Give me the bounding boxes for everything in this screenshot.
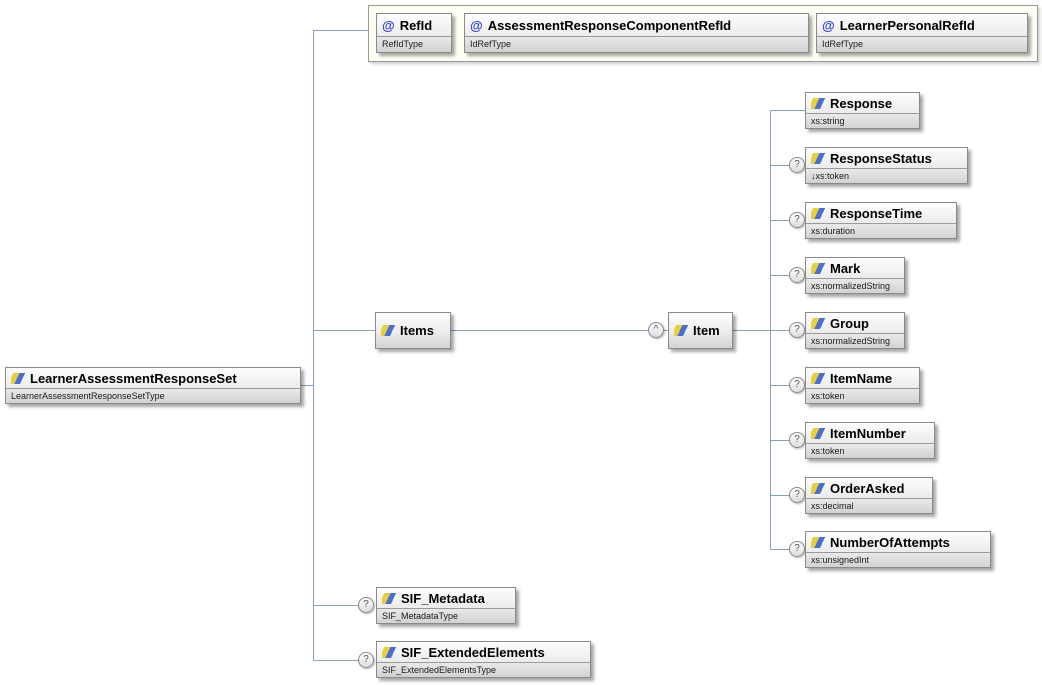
element-name: NumberOfAttempts [830,534,950,550]
element-title-row: Items [376,323,441,338]
attribute-node-assessment-response-component-refid[interactable]: @ AssessmentResponseComponentRefId IdRef… [464,13,809,53]
element-icon [811,152,825,164]
optional-indicator-icon: ? [789,267,805,283]
element-icon [674,325,688,336]
element-title-row: NumberOfAttempts [806,532,990,552]
element-icon [811,317,825,329]
repeat-indicator-icon: ^ [648,322,664,338]
element-type: SIF_MetadataType [377,608,515,623]
optional-indicator-icon: ? [789,212,805,228]
element-type: xs:string [806,113,919,128]
element-name: LearnerAssessmentResponseSet [30,370,237,386]
element-node-learner-assessment-response-set[interactable]: LearnerAssessmentResponseSet LearnerAsse… [5,367,301,404]
element-name: SIF_ExtendedElements [401,644,545,660]
optional-indicator-icon: ? [358,597,374,613]
element-type: LearnerAssessmentResponseSetType [6,388,300,403]
optional-indicator-icon: ? [789,157,805,173]
element-title-row: ResponseStatus [806,148,967,168]
element-node-response-status[interactable]: ResponseStatus ↓xs:token [805,147,968,184]
optional-indicator-icon: ? [358,652,374,668]
element-name: Response [830,95,893,111]
attribute-title-row: @ RefId [377,14,451,36]
element-type: ↓xs:token [806,168,967,183]
element-name: OrderAsked [830,480,905,496]
element-title-row: Group [806,313,904,333]
element-name: ResponseStatus [830,150,932,166]
element-icon [811,262,825,274]
attribute-name: AssessmentResponseComponentRefId [487,17,732,33]
optional-indicator-icon: ? [789,322,805,338]
element-icon [811,97,825,109]
element-node-sif-metadata[interactable]: SIF_Metadata SIF_MetadataType [376,587,516,624]
element-node-order-asked[interactable]: OrderAsked xs:decimal [805,477,933,514]
element-title-row: Mark [806,258,904,278]
attribute-node-learner-personal-refid[interactable]: @ LearnerPersonalRefId IdRefType [816,13,1028,53]
attribute-name: LearnerPersonalRefId [839,17,975,33]
attribute-node-refid[interactable]: @ RefId RefIdType [376,13,452,53]
element-title-row: SIF_Metadata [377,588,515,608]
element-node-response-time[interactable]: ResponseTime xs:duration [805,202,957,239]
element-type: xs:duration [806,223,956,238]
element-icon [811,207,825,219]
element-icon [811,372,825,384]
optional-indicator-icon: ? [789,487,805,503]
element-name: Mark [830,260,861,276]
attribute-title-row: @ LearnerPersonalRefId [817,14,1027,36]
element-title-row: Response [806,93,919,113]
element-name: Group [830,315,869,331]
element-node-response[interactable]: Response xs:string [805,92,920,129]
attribute-icon: @ [470,17,483,33]
element-node-group[interactable]: Group xs:normalizedString [805,312,905,349]
attribute-type: RefIdType [377,36,451,52]
element-icon [381,325,395,336]
element-title-row: SIF_ExtendedElements [377,642,590,662]
element-type: xs:unsignedInt [806,552,990,567]
attribute-type: IdRefType [817,36,1027,52]
element-type: xs:normalizedString [806,333,904,348]
element-title-row: ItemNumber [806,423,934,443]
element-name: ResponseTime [830,205,923,221]
element-type: SIF_ExtendedElementsType [377,662,590,677]
element-icon [11,372,25,384]
element-icon [811,482,825,494]
attribute-icon: @ [822,17,835,33]
element-node-item[interactable]: Item [668,312,733,349]
element-name: Items [400,323,434,338]
optional-indicator-icon: ? [789,377,805,393]
element-node-number-of-attempts[interactable]: NumberOfAttempts xs:unsignedInt [805,531,991,568]
attribute-name: RefId [399,17,433,33]
attribute-icon: @ [382,17,395,33]
element-node-sif-extended-elements[interactable]: SIF_ExtendedElements SIF_ExtendedElement… [376,641,591,678]
element-node-items[interactable]: Items [375,312,451,349]
element-type: xs:token [806,388,919,403]
element-name: ItemNumber [830,425,906,441]
element-type: xs:normalizedString [806,278,904,293]
element-title-row: OrderAsked [806,478,932,498]
element-title-row: ResponseTime [806,203,956,223]
element-name: SIF_Metadata [401,590,485,606]
element-type: xs:decimal [806,498,932,513]
element-title-row: Item [669,323,727,338]
element-type: xs:token [806,443,934,458]
element-node-item-name[interactable]: ItemName xs:token [805,367,920,404]
element-icon [382,592,396,604]
element-icon [811,427,825,439]
element-title-row: LearnerAssessmentResponseSet [6,368,300,388]
element-node-item-number[interactable]: ItemNumber xs:token [805,422,935,459]
element-name: Item [693,323,720,338]
optional-indicator-icon: ? [789,541,805,557]
optional-indicator-icon: ? [789,432,805,448]
attribute-type: IdRefType [465,36,808,52]
attribute-title-row: @ AssessmentResponseComponentRefId [465,14,808,36]
element-node-mark[interactable]: Mark xs:normalizedString [805,257,905,294]
element-title-row: ItemName [806,368,919,388]
element-name: ItemName [830,370,893,386]
element-icon [382,646,396,658]
element-icon [811,536,825,548]
